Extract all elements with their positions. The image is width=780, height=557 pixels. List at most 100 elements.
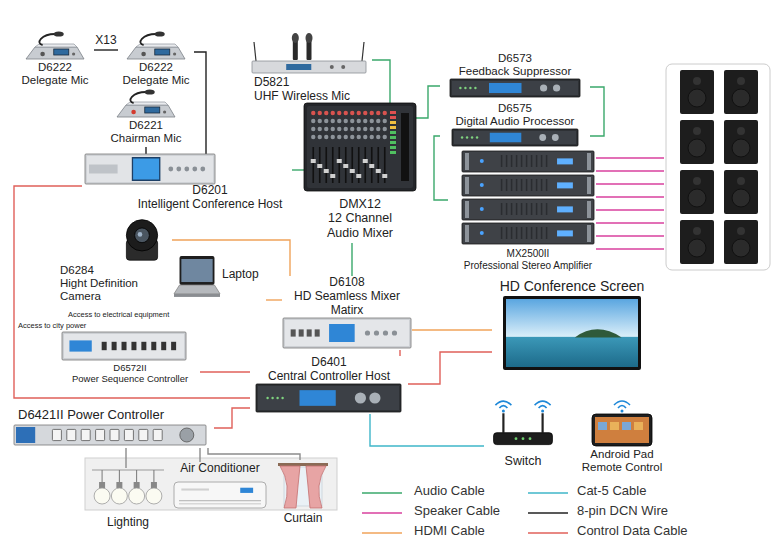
drawing-part <box>501 179 503 191</box>
drawing-part <box>587 177 591 194</box>
model-number: MX2500II <box>448 248 608 260</box>
drawing-part <box>181 259 212 282</box>
drawing-part <box>329 324 355 342</box>
drawing-part <box>390 136 396 139</box>
drawing-part <box>337 135 341 139</box>
legend-swatch <box>528 490 568 496</box>
speaker-cable <box>596 248 664 249</box>
drawing-part <box>515 437 518 440</box>
drawing-part <box>324 127 328 131</box>
device-label: Delegate Mic <box>16 74 94 87</box>
model-number: DMX12 <box>318 197 402 211</box>
legend-line <box>362 512 402 514</box>
drawing-part <box>81 429 90 440</box>
device-node: Android Pad Remote Control <box>578 398 666 476</box>
drawing-part <box>363 119 367 123</box>
drawing-part <box>343 164 348 168</box>
device-node: D6221Chairman Mic <box>98 88 194 147</box>
legend-text: Audio Cable <box>414 484 485 499</box>
legend-line <box>362 532 402 534</box>
model-number: D6222 <box>16 61 94 74</box>
drawing-part <box>300 390 336 406</box>
device-label: Android Pad Remote Control <box>578 448 666 474</box>
drawing-part <box>536 155 538 167</box>
drawing-part <box>341 65 345 69</box>
drawing-part <box>127 47 185 59</box>
label-block: D6221Chairman Mic <box>98 119 194 145</box>
drawing-part <box>317 164 322 168</box>
drawing-part <box>192 167 197 172</box>
drawing-part <box>129 488 145 504</box>
drawing-part <box>480 159 484 163</box>
cable-connector <box>208 448 300 460</box>
label-block: Android Pad Remote Control <box>578 448 666 474</box>
drawing-part <box>87 156 213 182</box>
drawing-part <box>184 167 189 172</box>
drawing-part <box>506 203 508 215</box>
label-block: Air Conditioner <box>170 462 270 476</box>
drawing-part <box>112 342 117 350</box>
device-node: HD Conference Screen <box>492 278 652 372</box>
drawing-part <box>122 342 127 350</box>
drawing-part <box>151 482 157 488</box>
cable-connector <box>351 243 352 276</box>
drawing-part <box>96 429 105 440</box>
drawing-part <box>286 64 311 70</box>
drawing-part <box>737 227 745 235</box>
drawing-part <box>374 330 379 335</box>
drawing-part <box>357 127 361 131</box>
cable-connector <box>590 87 604 136</box>
speaker <box>724 120 758 164</box>
drawing-part <box>140 34 156 45</box>
model-number: D6572II <box>60 363 200 374</box>
drawing-part <box>732 139 750 157</box>
rack2-icon <box>283 318 411 348</box>
drawing-part <box>592 414 652 446</box>
drawing-part <box>390 111 396 114</box>
device-label: Delegate Mic <box>118 74 194 87</box>
drawing-part <box>258 386 399 410</box>
drawing-part <box>383 330 388 335</box>
drawing-part <box>311 127 315 131</box>
drawing-part <box>331 135 335 139</box>
drawing-part <box>283 318 411 348</box>
legend-text: Cat-5 Cable <box>577 484 646 499</box>
drawing-part <box>117 105 175 117</box>
drawing-part <box>54 49 69 55</box>
drawing-part <box>355 392 366 403</box>
drawing-part <box>344 111 348 115</box>
drawing-part <box>737 177 745 185</box>
drawing-part <box>459 87 461 89</box>
drawing-part <box>610 422 619 430</box>
drawing-part <box>480 183 484 187</box>
legend-text: 8-pin DCN Wire <box>577 504 668 519</box>
cable-connector <box>292 169 304 170</box>
drawing-part <box>280 466 300 508</box>
drawing-part <box>546 227 548 239</box>
drawing-part <box>276 397 278 399</box>
drawing-part <box>465 177 469 194</box>
drawing-part <box>531 227 533 239</box>
drawing-part <box>173 52 176 55</box>
legend-text: Speaker Cable <box>414 504 500 519</box>
drawing-part <box>688 89 706 107</box>
drawing-part <box>587 201 591 218</box>
device-label: UHF Wireless Mic <box>254 90 370 104</box>
drawing-part <box>575 329 622 337</box>
drawing-part <box>521 227 523 239</box>
legend-line <box>528 492 568 494</box>
drawing-part <box>179 500 261 501</box>
drawing-part <box>490 133 522 143</box>
label-block: Switch <box>484 454 562 468</box>
drawing-part <box>318 119 322 123</box>
edge-label: X13 <box>93 34 118 47</box>
drawing-part <box>318 111 322 115</box>
drawing-part <box>40 52 45 57</box>
speaker-cable <box>596 157 664 158</box>
drawing-part <box>311 111 315 115</box>
drawing-part <box>614 401 630 405</box>
model-number: D6221 <box>98 119 194 132</box>
drawing-part <box>546 179 548 191</box>
drawing-part <box>494 433 553 445</box>
note-label: Access to city power <box>18 322 86 331</box>
